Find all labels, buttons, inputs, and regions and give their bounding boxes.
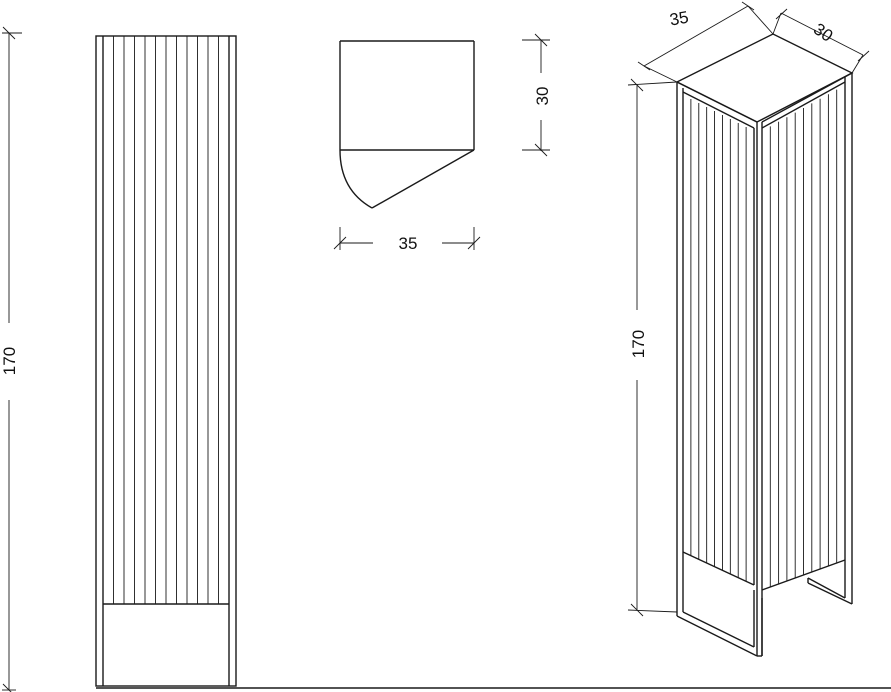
- front-cabinet: [95, 35, 237, 687]
- front-height-dimension: 170: [0, 26, 22, 692]
- iso-view: 35 30: [627, 1, 870, 657]
- front-flutes: [113, 36, 219, 604]
- plan-width-dimension: 35: [333, 227, 481, 253]
- iso-height-dimension: 170: [627, 78, 678, 617]
- plan-depth-label: 30: [533, 87, 552, 106]
- iso-cabinet: [676, 72, 853, 657]
- plan-shape: [339, 40, 475, 209]
- iso-depth-label: 30: [810, 19, 836, 45]
- front-height-label: 170: [0, 347, 19, 375]
- plan-view: 30 35: [333, 33, 552, 253]
- iso-flutes-right: [769, 89, 838, 587]
- front-view: 170: [0, 26, 891, 692]
- iso-width-label: 35: [668, 8, 690, 30]
- iso-flutes-left: [690, 99, 747, 582]
- iso-width-dimension: 35: [637, 1, 774, 83]
- iso-height-label: 170: [629, 330, 648, 358]
- plan-depth-dimension: 30: [522, 33, 552, 157]
- iso-top-face: [675, 33, 854, 123]
- plan-width-label: 35: [399, 234, 418, 253]
